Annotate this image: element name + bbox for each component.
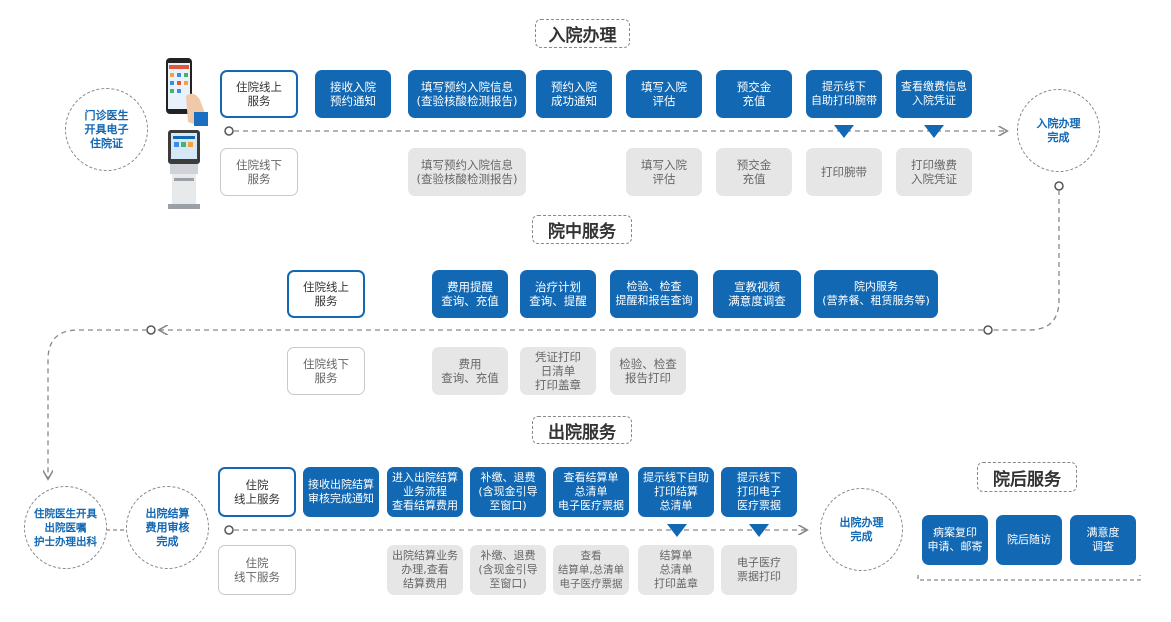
discharge-offline-step-5: 电子医疗 票据打印 [721, 545, 797, 595]
discharge-online-step-5: 提示线下自助 打印结算 总清单 [638, 467, 714, 517]
start-node-outpatient-order: 门诊医生 开具电子 住院证 [65, 88, 148, 171]
admission-online-step-5: 预交金 充值 [716, 70, 792, 118]
inpatient-online-label: 住院线上 服务 [287, 270, 365, 318]
discharge-online-step-4: 查看结算单 总清单 电子医疗票据 [553, 467, 629, 517]
inpatient-online-step-3: 检验、检查 提醒和报告查询 [610, 270, 698, 318]
admission-offline-step-3: 预交金 充值 [716, 148, 792, 196]
self-service-kiosk-icon [164, 128, 204, 210]
discharge-online-step-6: 提示线下 打印电子 医疗票据 [721, 467, 797, 517]
settlement-review-complete-node: 出院结算 费用审核 完成 [126, 486, 209, 569]
post-service-step-1: 病案复印 申请、邮寄 [922, 515, 988, 565]
discharge-online-step-2: 进入出院结算 业务流程 查看结算费用 [387, 467, 463, 517]
discharge-section-title: 出院服务 [532, 416, 632, 444]
admission-offline-step-4: 打印腕带 [806, 148, 882, 196]
inpatient-online-step-1: 费用提醒 查询、充值 [432, 270, 508, 318]
smartphone-icon [162, 56, 212, 128]
discharge-offline-step-1: 出院结算业务 办理,查看 结算费用 [387, 545, 463, 595]
inpatient-offline-label: 住院线下 服务 [287, 347, 365, 395]
post-service-bracket [917, 575, 1141, 581]
admission-timeline [224, 125, 1006, 138]
discharge-offline-step-2: 补缴、退费 (含现金引导 至窗口) [470, 545, 546, 595]
admission-offline-step-2: 填写入院 评估 [626, 148, 702, 196]
inpatient-offline-step-1: 费用 查询、充值 [432, 347, 508, 395]
admission-to-inpatient-connector [983, 181, 1064, 335]
admission-online-label: 住院线上 服务 [220, 70, 298, 118]
discharge-offline-step-3: 查看 结算单,总清单 电子医疗票据 [553, 545, 629, 595]
inpatient-offline-step-3: 检验、检查 报告打印 [610, 347, 686, 395]
admission-online-step-2: 填写预约入院信息 (查验核酸检测报告) [408, 70, 526, 118]
post-discharge-section-title: 院后服务 [977, 462, 1077, 492]
discharge-online-label: 住院 线上服务 [218, 467, 296, 517]
admission-online-step-7: 查看缴费信息 入院凭证 [896, 70, 972, 118]
down-triangle-icon [924, 125, 944, 138]
admission-complete-node: 入院办理 完成 [1017, 89, 1100, 172]
admission-online-step-3: 预约入院 成功通知 [536, 70, 612, 118]
discharge-offline-label: 住院 线下服务 [218, 545, 296, 595]
discharge-timeline [106, 524, 806, 537]
down-triangle-icon [667, 524, 687, 537]
admission-online-step-4: 填写入院 评估 [626, 70, 702, 118]
discharge-offline-step-4: 结算单 总清单 打印盖章 [638, 545, 714, 595]
admission-offline-step-1: 填写预约入院信息 (查验核酸检测报告) [408, 148, 526, 196]
admission-online-step-1: 接收入院 预约通知 [315, 70, 391, 118]
admission-offline-step-5: 打印缴费 入院凭证 [896, 148, 972, 196]
down-triangle-icon [834, 125, 854, 138]
inpatient-online-step-4: 宣教视频 满意度调查 [713, 270, 801, 318]
discharge-online-step-1: 接收出院结算 审核完成通知 [303, 467, 379, 517]
inpatient-timeline [48, 326, 983, 478]
discharge-complete-node: 出院办理 完成 [820, 488, 903, 571]
inpatient-offline-step-2: 凭证打印 日清单 打印盖章 [520, 347, 596, 395]
inpatient-online-step-5: 院内服务 (营养餐、租赁服务等) [814, 270, 938, 318]
inpatient-section-title: 院中服务 [532, 215, 632, 244]
admission-online-step-6: 提示线下 自助打印腕带 [806, 70, 882, 118]
inpatient-online-step-2: 治疗计划 查询、提醒 [520, 270, 596, 318]
down-triangle-icon [749, 524, 769, 537]
discharge-order-node: 住院医生开具 出院医嘱 护士办理出科 [24, 486, 107, 569]
admission-offline-label: 住院线下 服务 [220, 148, 298, 196]
post-service-step-3: 满意度 调查 [1070, 515, 1136, 565]
post-service-step-2: 院后随访 [996, 515, 1062, 565]
discharge-online-step-3: 补缴、退费 (含现金引导 至窗口) [470, 467, 546, 517]
admission-section-title: 入院办理 [535, 19, 630, 48]
